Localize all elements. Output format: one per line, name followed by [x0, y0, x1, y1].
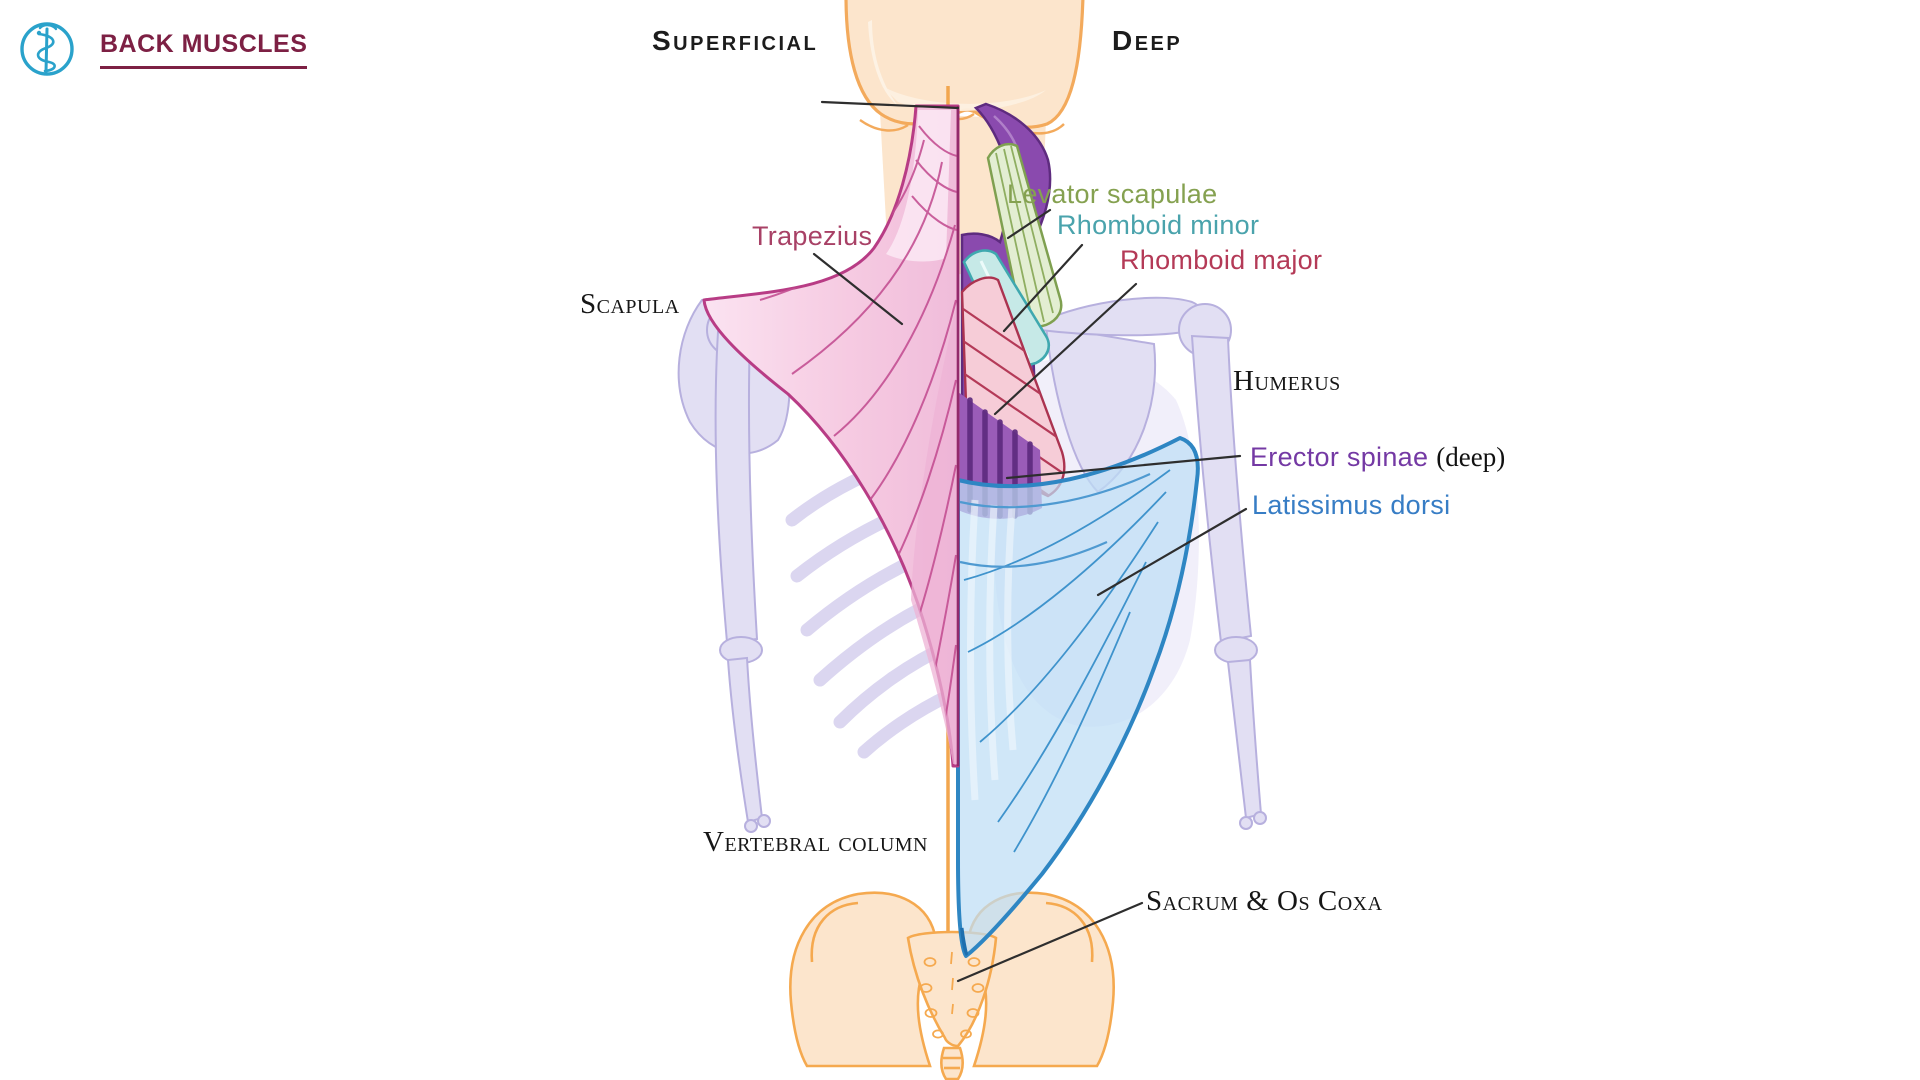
label-rhomboid-major: Rhomboid major: [1120, 245, 1323, 275]
latissimus-dorsi-muscle: [956, 436, 1200, 958]
label-sacrum-os-coxa: Sacrum & Os Coxa: [1146, 885, 1383, 917]
leader-rhomboid-minor: [1002, 243, 1084, 333]
leader-occiput: [820, 100, 960, 110]
label-humerus: Humerus: [1233, 365, 1341, 397]
brand-header: BACK MUSCLES: [18, 20, 308, 78]
label-erector-spinae: Erector spinae(deep): [1250, 442, 1506, 473]
label-scapula: Scapula: [580, 288, 680, 320]
trapezius-neck-highlight: [886, 110, 951, 262]
page-title: BACK MUSCLES: [100, 30, 308, 69]
rod-of-asclepius-icon: [20, 22, 74, 76]
pelvis: [789, 891, 1115, 1080]
leader-sacrum: [956, 901, 1144, 983]
leader-erector-spinae: [1005, 454, 1242, 480]
sacral-foramina: [919, 951, 985, 1039]
label-rhomboid-minor: Rhomboid minor: [1057, 210, 1260, 240]
leader-rhomboid-major: [993, 282, 1138, 416]
coccyx: [939, 1046, 965, 1080]
trapezius-muscle: [702, 104, 960, 768]
label-erector-spinae-suffix: (deep): [1436, 442, 1506, 472]
left-humerus: [714, 330, 759, 644]
label-trapezius: Trapezius: [752, 221, 873, 251]
label-erector-spinae-name: Erector spinae: [1250, 442, 1429, 472]
leader-levator-scapulae: [1006, 208, 1052, 240]
cranium-highlight-left: [868, 20, 898, 106]
view-label-superficial: Superficial: [652, 25, 819, 56]
view-label-deep: Deep: [1112, 25, 1183, 56]
leader-latissimus-dorsi: [1096, 507, 1248, 597]
leader-lines: [812, 100, 1248, 983]
label-vertebral-column: Vertebral column: [703, 826, 928, 858]
left-forearm: [726, 656, 764, 824]
leader-trapezius: [812, 252, 904, 326]
label-latissimus-dorsi: Latissimus dorsi: [1252, 490, 1451, 520]
right-humerus: [1190, 334, 1253, 644]
left-iliac-wing: [789, 891, 938, 1068]
label-levator-scapulae: Levator scapulae: [1007, 179, 1218, 209]
right-forearm: [1226, 658, 1263, 820]
